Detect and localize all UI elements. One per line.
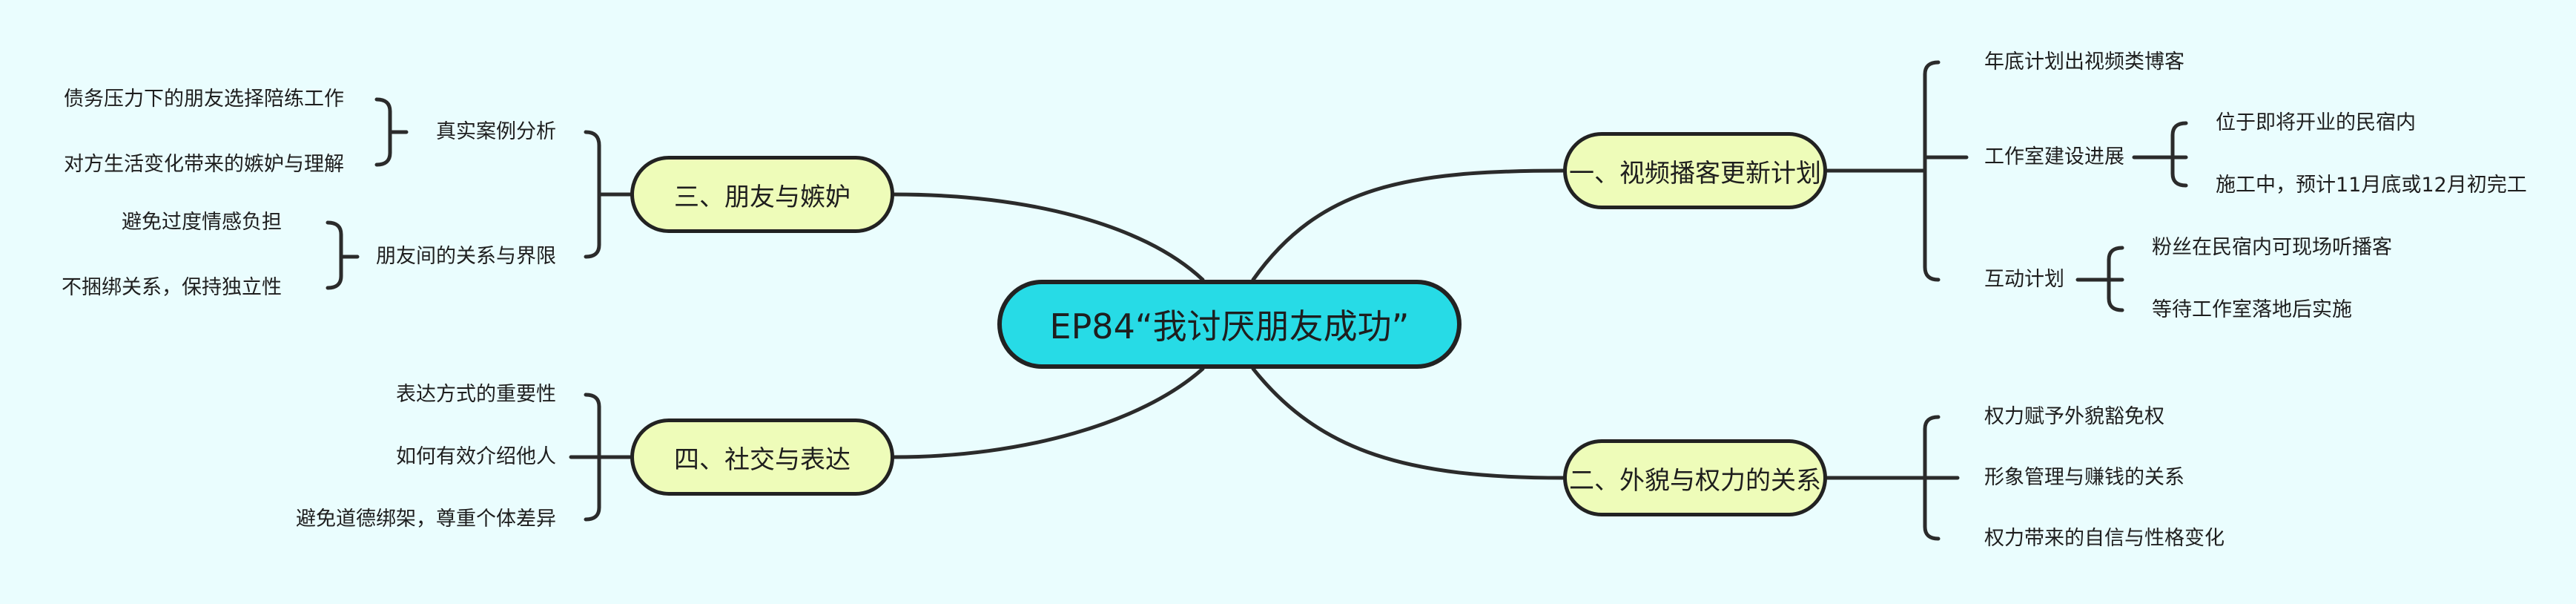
central-topic-label: EP84“我讨厌朋友成功” — [1049, 306, 1410, 347]
subtopic-node[interactable]: 权力赋予外貌豁免权 — [1984, 405, 2164, 428]
subtopic-node[interactable]: 互动计划 — [1984, 268, 2064, 291]
subtopic-node[interactable]: 工作室建设进展 — [1984, 145, 2124, 168]
subtopic-node[interactable]: 表达方式的重要性 — [396, 383, 556, 406]
subtopic-node[interactable]: 真实案例分析 — [436, 120, 556, 143]
connector-b1-studio-bracket — [2132, 121, 2188, 188]
subtopic-node[interactable]: 形象管理与赚钱的关系 — [1984, 466, 2184, 489]
branch-friends-jealousy[interactable]: 三、朋友与嫉妒 — [630, 156, 894, 233]
subtopic-node[interactable]: 如何有效介绍他人 — [396, 445, 556, 468]
subtopic-node[interactable]: 施工中，预计11月底或12月初完工 — [2216, 174, 2527, 197]
subtopic-node[interactable]: 对方生活变化带来的嫉妒与理解 — [64, 153, 344, 176]
branch-label: 四、社交与表达 — [674, 444, 851, 475]
subtopic-node[interactable]: 位于即将开业的民宿内 — [2216, 111, 2416, 134]
connector-b4-bracket — [569, 393, 633, 522]
connector-b2-bracket — [1825, 415, 1960, 541]
branch-label: 三、朋友与嫉妒 — [674, 182, 851, 212]
subtopic-node[interactable]: 债务压力下的朋友选择陪练工作 — [64, 88, 344, 111]
subtopic-node[interactable]: 避免道德绑架，尊重个体差异 — [296, 508, 556, 531]
subtopic-node[interactable]: 朋友间的关系与界限 — [376, 245, 556, 268]
subtopic-node[interactable]: 年底计划出视频类博客 — [1984, 50, 2184, 73]
connector-b1-bracket — [1825, 60, 1969, 282]
connector-center-b2 — [1251, 367, 1565, 480]
branch-label: 一、视频播客更新计划 — [1569, 158, 1821, 188]
subtopic-node[interactable]: 避免过度情感负担 — [122, 211, 282, 234]
subtopic-node[interactable]: 权力带来的自信与性格变化 — [1984, 527, 2225, 550]
connector-b3-case-bracket — [374, 97, 409, 167]
branch-label: 二、外貌与权力的关系 — [1569, 465, 1821, 496]
branch-appearance-power[interactable]: 二、外貌与权力的关系 — [1563, 439, 1827, 516]
connector-center-b1 — [1251, 168, 1565, 282]
subtopic-node[interactable]: 等待工作室落地后实施 — [2152, 298, 2352, 321]
connector-center-b3 — [892, 192, 1205, 282]
connector-b3-bracket — [584, 130, 633, 259]
connector-center-b4 — [892, 367, 1205, 459]
branch-video-podcast-plan[interactable]: 一、视频播客更新计划 — [1563, 132, 1827, 209]
central-topic[interactable]: EP84“我讨厌朋友成功” — [997, 280, 1462, 369]
subtopic-node[interactable]: 不捆绑关系，保持独立性 — [62, 276, 282, 299]
connector-b1-interact-bracket — [2075, 246, 2124, 312]
branch-social-expression[interactable]: 四、社交与表达 — [630, 418, 894, 496]
connector-b3-boundary-bracket — [326, 220, 360, 290]
subtopic-node[interactable]: 粉丝在民宿内可现场听播客 — [2152, 236, 2392, 259]
